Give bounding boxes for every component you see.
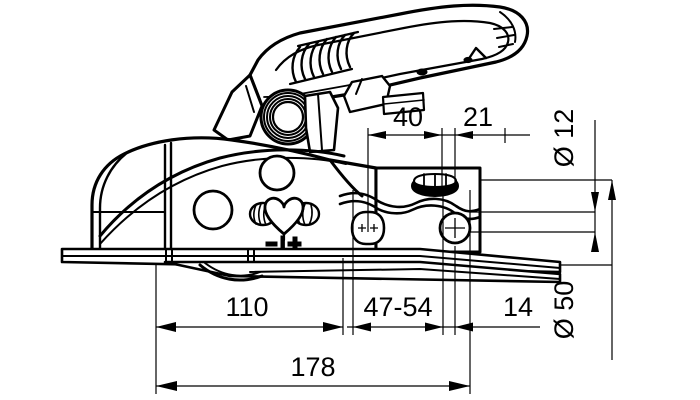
dim-40-label: 40	[393, 102, 423, 132]
handle-spring-coils	[288, 30, 360, 86]
handle-rear-arm	[212, 73, 264, 142]
shank-mounting-block	[328, 158, 482, 254]
dimension-annotations: 40 21 110 47-54	[155, 102, 616, 394]
handle-latch-plate	[381, 91, 426, 116]
dim-110-arrow-right	[323, 322, 343, 332]
lock-cylinder-assembly	[248, 196, 321, 253]
handle-rear-arm-fold	[245, 85, 255, 113]
dim-d12-arrow-top	[591, 192, 599, 212]
coupling-nose-inner-curve	[98, 150, 130, 252]
dim-d50-label: Ø 50	[549, 281, 579, 340]
dim-4754-arrow-left	[353, 322, 371, 332]
coupling-part-geometry	[60, 3, 562, 284]
handle-latch-plate-line	[383, 99, 425, 105]
handle-inner-groove	[274, 19, 510, 87]
dim-178: 178	[156, 352, 470, 391]
flange-plate-tongue-line	[249, 268, 561, 280]
handle-tip-gusset	[466, 46, 488, 62]
bolt-hole-round	[438, 211, 472, 245]
dim-178-arrow-right	[449, 381, 470, 391]
lock-keyway-face	[263, 196, 305, 236]
dim-14: 14	[450, 292, 540, 332]
mounting-flange-plate	[60, 247, 562, 284]
shank-diagonal-arm	[328, 158, 364, 198]
dim-110-label: 110	[225, 292, 268, 322]
coupling-body-top-sweep	[98, 148, 346, 238]
flange-notch-curve-inner	[204, 262, 261, 277]
dim-d50-arrow-top	[608, 180, 616, 200]
dim-21-label: 21	[463, 102, 493, 132]
dim-110: 110	[156, 292, 343, 332]
dim-4754-label: 47-54	[363, 292, 432, 322]
lock-indicator-minus	[265, 241, 278, 247]
shank-rib-upper	[338, 191, 482, 213]
handle-grip-ribs	[493, 11, 517, 48]
dim-40: 40	[368, 102, 442, 139]
pivot-side-plate	[303, 90, 340, 154]
dim-178-label: 178	[290, 352, 335, 382]
dim-d12-arrow-bottom	[591, 232, 599, 252]
handle-bracket-fold	[355, 78, 363, 95]
dim-110-arrow-left	[156, 322, 176, 332]
flange-notch-curve	[198, 263, 264, 282]
flange-plate-midline	[61, 255, 561, 269]
handle-mid-bracket	[342, 74, 392, 114]
body-hole-large	[192, 189, 234, 231]
handle-rivet-front	[416, 68, 428, 76]
handle-lever-assembly	[212, 3, 530, 142]
body-hole-small	[258, 154, 296, 192]
pivot-bearing	[259, 88, 317, 146]
dim-d12-label: Ø 12	[549, 109, 579, 168]
pivot-side-plate-edge	[317, 93, 323, 151]
dim-47-54: 47-54	[347, 292, 450, 332]
dim-4754-arrow-right	[425, 322, 443, 332]
dim-diameter-50: Ø 50	[549, 180, 616, 360]
dim-40-arrow-left	[368, 131, 386, 139]
handle-rivet-rear	[463, 56, 473, 64]
dim-21-arrow-left	[455, 131, 473, 139]
dim-21: 21	[442, 102, 530, 139]
dim-diameter-12: Ø 12	[549, 109, 599, 252]
coupling-body	[90, 136, 378, 254]
dim-14-arrow-left	[455, 322, 473, 332]
coupling-body-top-sweep-2	[99, 156, 347, 245]
dim-178-arrow-left	[156, 381, 177, 391]
dim-40-arrow-right	[424, 131, 442, 139]
dim-14-label: 14	[503, 292, 533, 322]
